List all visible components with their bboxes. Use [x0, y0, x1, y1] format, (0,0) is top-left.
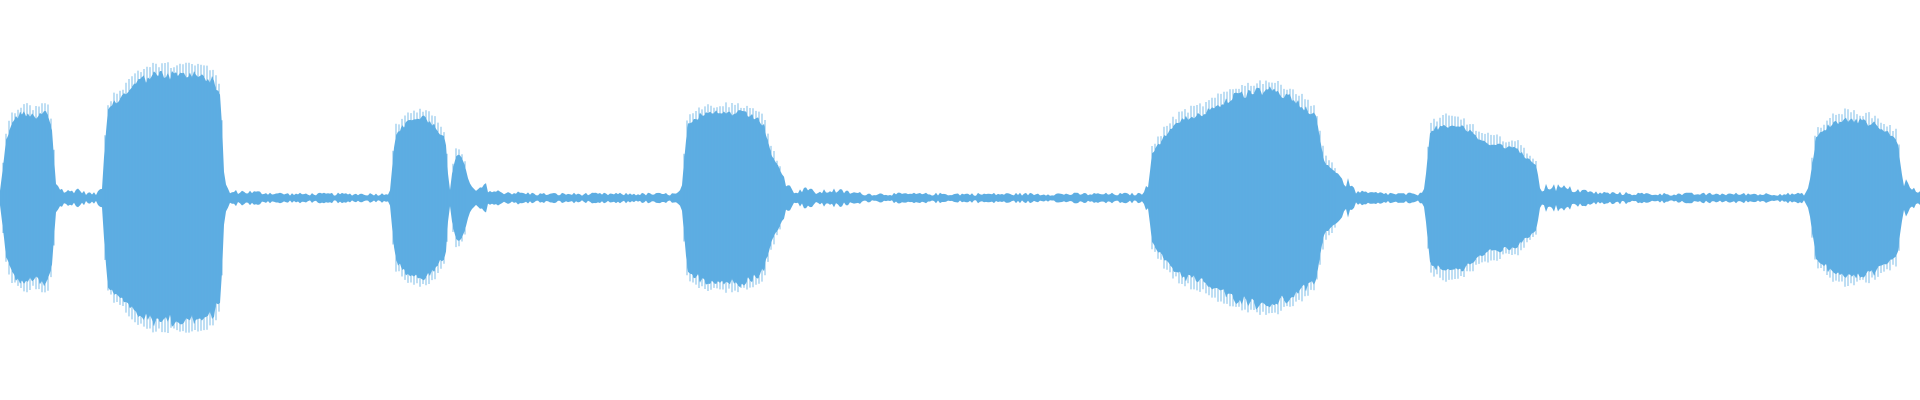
waveform-spikes [2, 62, 1900, 333]
